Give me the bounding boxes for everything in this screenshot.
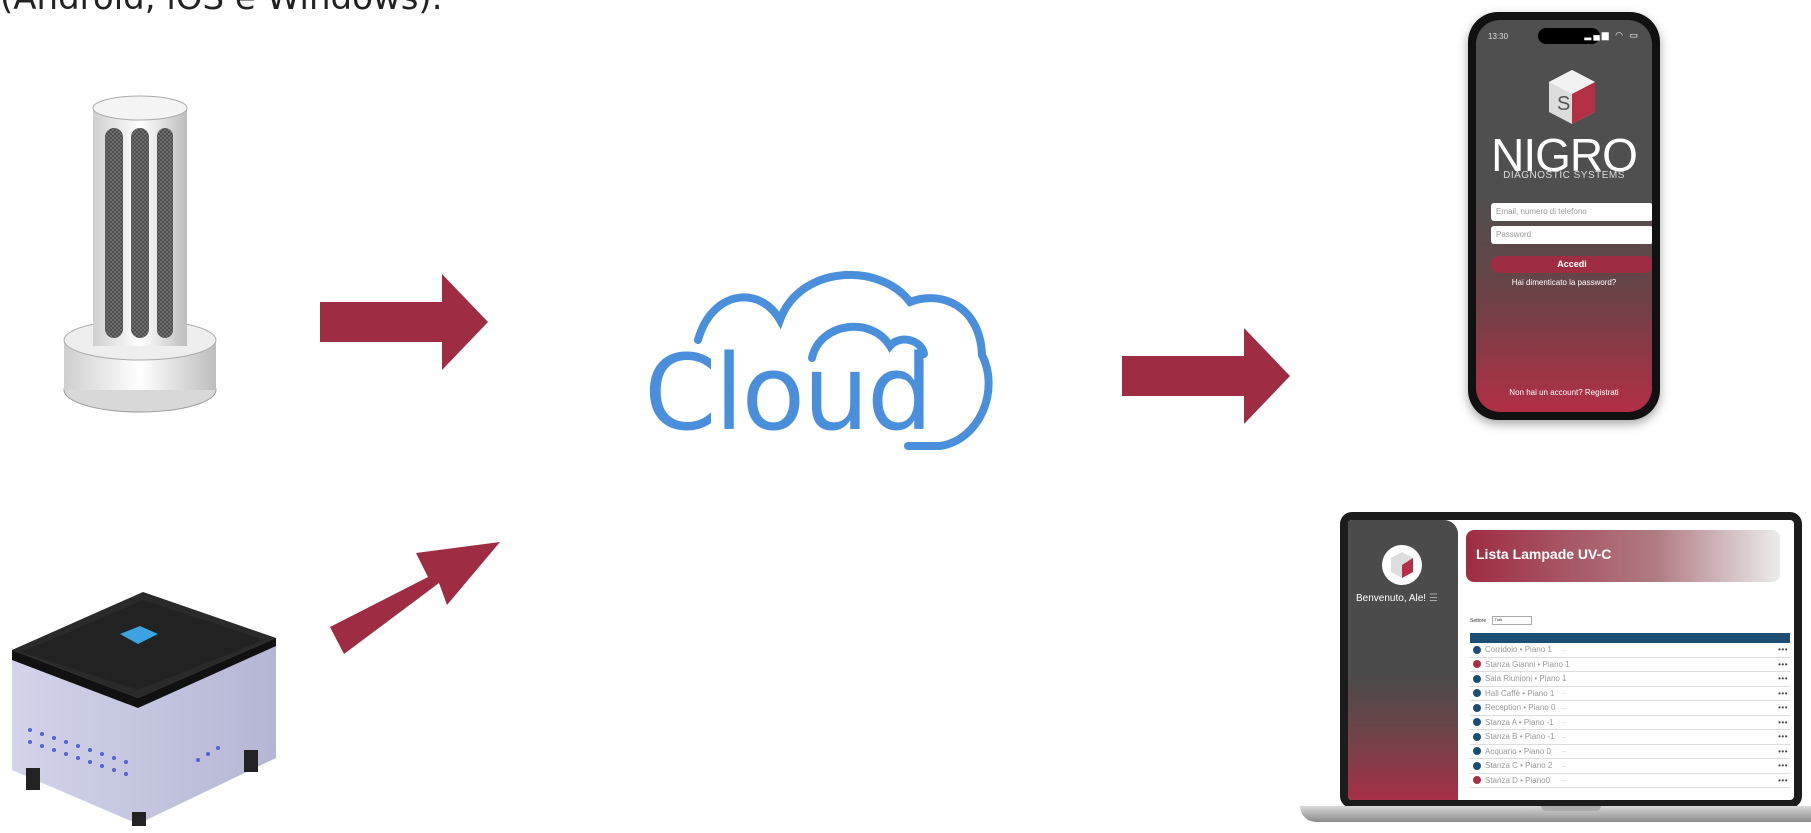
table-row[interactable]: Stanza Gianni • Piano 1── ••• <box>1470 658 1790 672</box>
status-dot <box>1473 660 1481 669</box>
filter-label: Settore <box>1470 617 1487 624</box>
lamp-name: Stanza Gianni • Piano 1 <box>1485 659 1570 669</box>
menu-icon[interactable]: ☰ <box>1428 593 1438 604</box>
table-row[interactable]: Acquario • Piano 0 ── ••• <box>1470 745 1790 759</box>
table-row[interactable]: Stanza B • Piano -1 ── ••• <box>1470 730 1790 745</box>
register-link[interactable]: Non hai un account? Registrati <box>1509 388 1619 397</box>
lamp-name: Reception • Piano 0 <box>1485 703 1556 713</box>
lamp-name: Hall Caffè • Piano 1 <box>1485 688 1555 698</box>
forgot-password-link[interactable]: Hai dimenticato la password? <box>1511 278 1617 287</box>
phone-notch <box>1538 28 1600 44</box>
lamp-name: Stanza D • Piano0 <box>1485 775 1551 785</box>
row-menu-icon[interactable]: ••• <box>1778 775 1788 785</box>
status-dot <box>1473 732 1481 741</box>
laptop-mockup: Benvenuto, Ale! ☰ Lista Lampade UV-C Set… <box>1340 512 1802 808</box>
laptop-base <box>1300 806 1811 822</box>
row-menu-icon[interactable]: ••• <box>1778 703 1788 713</box>
nds-logo-icon <box>1391 552 1413 578</box>
page-title: Lista Lampade UV-C <box>1476 546 1612 562</box>
brand-name: NIGRO <box>1491 129 1638 181</box>
filter-select[interactable]: Tutti <box>1491 616 1532 625</box>
row-detail: ── <box>1562 647 1567 652</box>
table-header <box>1470 633 1790 643</box>
cloud-label: Cloud <box>644 332 933 454</box>
row-detail: ── <box>1562 676 1567 681</box>
status-dot <box>1473 689 1481 698</box>
welcome-label: Benvenuto, Ale! <box>1356 593 1427 604</box>
svg-text:S: S <box>1557 93 1570 115</box>
row-detail: ── <box>1562 734 1567 739</box>
table-row[interactable]: Sala Riunioni • Piano 1── ••• <box>1470 672 1790 687</box>
row-detail: ── <box>1562 763 1567 768</box>
laptop-screen: Benvenuto, Ale! ☰ Lista Lampade UV-C Set… <box>1348 520 1794 800</box>
status-dot <box>1473 645 1481 654</box>
login-button[interactable]: Accedi <box>1491 256 1652 273</box>
arrow-lamp-to-cloud <box>320 274 488 370</box>
welcome-text: Benvenuto, Ale! ☰ <box>1356 593 1438 604</box>
row-menu-icon[interactable]: ••• <box>1778 674 1788 684</box>
table-row[interactable]: Corridoio • Piano 1 ── ••• <box>1470 643 1790 658</box>
row-detail: ── <box>1562 720 1567 725</box>
filter-value: Tutti <box>1494 617 1503 622</box>
row-menu-icon[interactable]: ••• <box>1778 659 1788 669</box>
phone-screen: 13:30 ▂▄▆ ◠ ▭ S NIGRO DIAGNOSTIC SYSTEMS… <box>1476 20 1652 412</box>
email-field[interactable]: Email, numero di telefono <box>1491 203 1652 221</box>
lamp-name: Stanza A • Piano -1 <box>1485 717 1554 727</box>
table-row[interactable]: Stanza C • Piano 2 ── ••• <box>1470 759 1790 774</box>
row-detail: ── <box>1562 662 1567 667</box>
laptop-hinge-notch <box>1541 806 1601 811</box>
row-menu-icon[interactable]: ••• <box>1778 688 1788 698</box>
smartphone-mockup: 13:30 ▂▄▆ ◠ ▭ S NIGRO DIAGNOSTIC SYSTEMS… <box>1468 12 1660 420</box>
row-menu-icon[interactable]: ••• <box>1778 645 1788 655</box>
box-sterilizer-image <box>12 592 276 826</box>
status-dot <box>1473 747 1481 756</box>
nds-logo-icon: S <box>1549 70 1595 124</box>
arrow-box-to-cloud <box>330 542 500 654</box>
table-row[interactable]: Stanza D • Piano0 ── ••• <box>1470 774 1790 788</box>
row-detail: ── <box>1562 778 1567 783</box>
row-detail: ── <box>1562 705 1567 710</box>
status-icons: ▂▄▆ ◠ ▭ <box>1584 30 1640 40</box>
lamp-name: Stanza B • Piano -1 <box>1485 732 1555 742</box>
cloud-icon <box>694 270 993 450</box>
row-menu-icon[interactable]: ••• <box>1778 732 1788 742</box>
table-row[interactable]: Hall Caffè • Piano 1 ── ••• <box>1470 687 1790 701</box>
page-banner: Lista Lampade UV-C <box>1466 530 1780 582</box>
table-row[interactable]: Stanza A • Piano -1 ── ••• <box>1470 716 1790 730</box>
table-row[interactable]: Reception • Piano 0 ── ••• <box>1470 701 1790 716</box>
uv-tower-lamp-image <box>63 95 217 413</box>
lamp-table: Corridoio • Piano 1──•••Stanza Gianni • … <box>1470 633 1790 788</box>
arrow-cloud-to-devices <box>1122 328 1290 424</box>
sector-filter[interactable]: Settore Tutti <box>1470 616 1532 625</box>
status-dot <box>1473 674 1481 683</box>
row-menu-icon[interactable]: ••• <box>1778 761 1788 771</box>
lamp-name: Sala Riunioni • Piano 1 <box>1485 674 1567 684</box>
password-field[interactable]: Password <box>1491 226 1652 244</box>
lamp-name: Acquario • Piano 0 <box>1485 746 1551 756</box>
avatar <box>1382 545 1422 585</box>
lamp-name: Stanza C • Piano 2 <box>1485 761 1553 771</box>
row-menu-icon[interactable]: ••• <box>1778 746 1788 756</box>
status-dot <box>1473 776 1481 785</box>
status-time: 13:30 <box>1488 32 1509 41</box>
status-dot <box>1473 718 1481 727</box>
row-menu-icon[interactable]: ••• <box>1778 717 1788 727</box>
row-detail: ── <box>1562 691 1567 696</box>
status-dot <box>1473 761 1481 770</box>
row-detail: ── <box>1562 749 1567 754</box>
brand-subtitle: DIAGNOSTIC SYSTEMS <box>1503 170 1625 181</box>
cloud-graphic: Cloud <box>640 250 1000 470</box>
caption: (Android, iOS e Windows). <box>0 0 443 18</box>
status-dot <box>1473 703 1481 712</box>
lamp-name: Corridoio • Piano 1 <box>1485 645 1552 655</box>
sidebar: Benvenuto, Ale! ☰ <box>1348 520 1458 800</box>
